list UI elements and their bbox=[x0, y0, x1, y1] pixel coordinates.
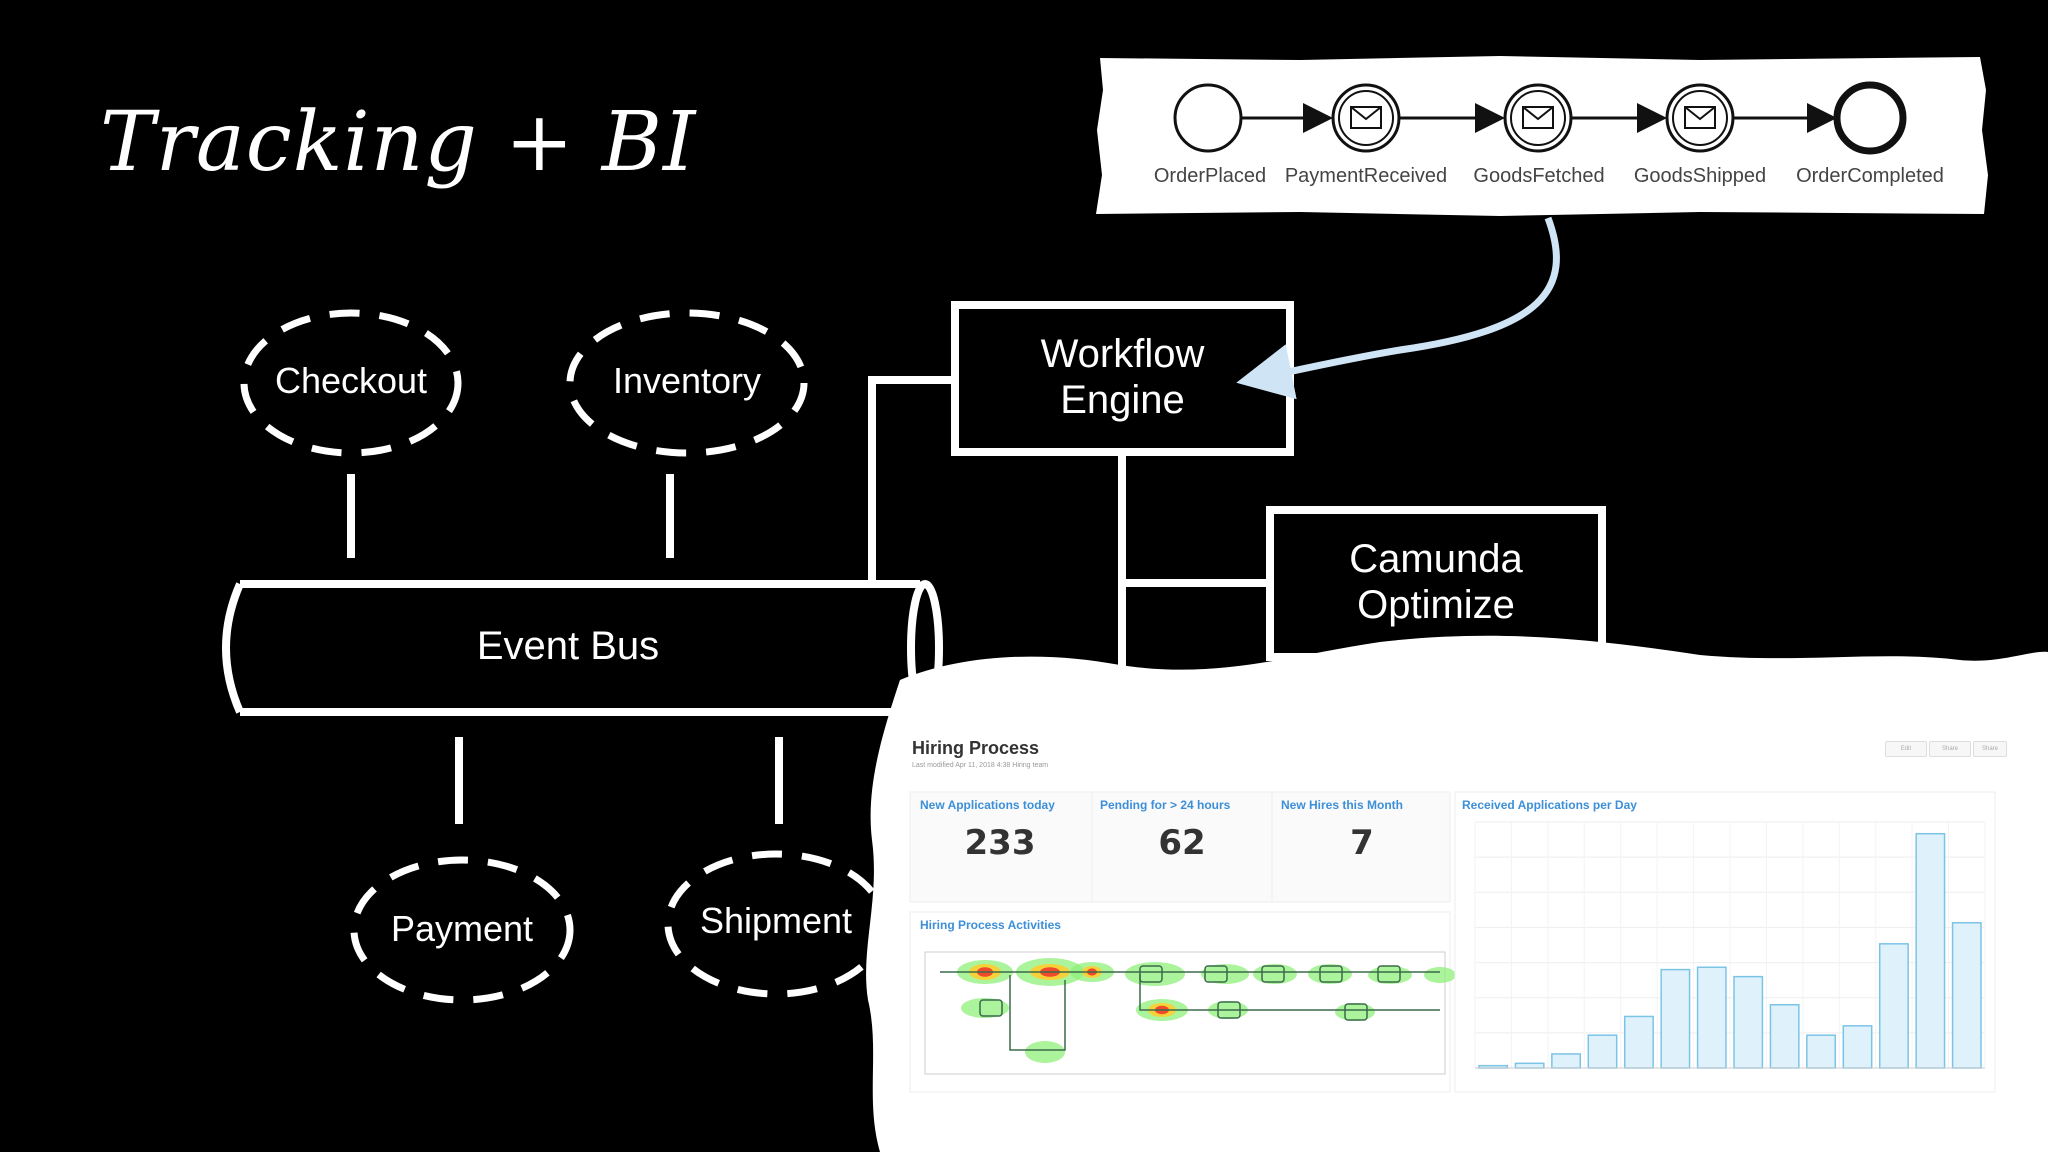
heatmap-blob bbox=[1201, 964, 1249, 984]
heatmap-blob bbox=[961, 998, 1009, 1018]
chart-bar bbox=[1696, 966, 1727, 1069]
workflow-engine-line-2: Engine bbox=[1060, 378, 1185, 422]
payment-label: Payment bbox=[390, 908, 534, 949]
chart-bar bbox=[1551, 1053, 1582, 1069]
heatmap-blob bbox=[1308, 964, 1352, 984]
bpmn-label-order-placed: OrderPlaced bbox=[1153, 165, 1267, 187]
bpmn-label-goods-fetched: GoodsFetched bbox=[1473, 165, 1605, 187]
heatmap-activity-node bbox=[1204, 965, 1228, 983]
optimize-box bbox=[1266, 506, 1606, 661]
bpmn-label-goods-shipped: GoodsShipped bbox=[1633, 165, 1767, 187]
heatmap-sequence-flow bbox=[940, 971, 1440, 1051]
dashboard-subtitle: Last modified Apr 11, 2018 4:38 Hiring t… bbox=[912, 762, 1049, 769]
workflow-engine-label: Workflow Engine bbox=[955, 331, 1290, 423]
bpmn-message-event-inner bbox=[1510, 90, 1566, 146]
kpi-value-new-applications: 233 bbox=[964, 823, 1036, 863]
envelope-flap bbox=[1684, 106, 1716, 121]
checkout-node bbox=[240, 309, 462, 457]
chart-bar bbox=[1733, 975, 1764, 1069]
heatmap-activity-node bbox=[1377, 965, 1401, 983]
heatmap-blob bbox=[1335, 1003, 1375, 1021]
heatmap-blob bbox=[1424, 967, 1456, 983]
workflow-engine-line-1: Workflow bbox=[1040, 332, 1205, 376]
heatmap-blob bbox=[1253, 964, 1297, 984]
bpmn-end-event bbox=[1833, 81, 1907, 155]
inventory-node bbox=[566, 309, 808, 457]
chart-bar bbox=[1660, 968, 1691, 1069]
heatmap-activity-node bbox=[1344, 1003, 1368, 1021]
bpmn-process-diagram bbox=[1173, 81, 1907, 155]
process-heatmap bbox=[940, 958, 1456, 1063]
chart-bar bbox=[1514, 1062, 1545, 1069]
kpi-value-new-hires: 7 bbox=[1350, 823, 1374, 863]
heatmap-blob bbox=[1025, 1041, 1065, 1063]
dashboard-share-button[interactable]: Share bbox=[1929, 741, 1971, 757]
inventory-label: Inventory bbox=[612, 360, 762, 401]
chart-bar bbox=[1623, 1015, 1654, 1069]
kpi-value-pending: 62 bbox=[1158, 823, 1206, 863]
event-bus-label: Event Bus bbox=[476, 624, 660, 668]
workflow-engine-box bbox=[951, 301, 1294, 456]
dashboard-edit-button[interactable]: Edit bbox=[1885, 741, 1927, 757]
dashboard-share-button-2[interactable]: Share bbox=[1973, 741, 2007, 757]
shipment-label: Shipment bbox=[699, 900, 853, 941]
bpmn-message-event-inner bbox=[1672, 90, 1728, 146]
event-bus-body bbox=[222, 580, 920, 716]
kpi-card-background bbox=[909, 791, 1451, 903]
chart-title: Received Applications per Day bbox=[1462, 798, 1637, 812]
bus-engine-connector bbox=[868, 376, 953, 584]
heatmap-activity-node bbox=[979, 999, 1003, 1017]
optimize-label: Camunda Optimize bbox=[1270, 536, 1602, 628]
bpmn-label-order-completed: OrderCompleted bbox=[1796, 165, 1944, 187]
optimize-line-2: Optimize bbox=[1357, 583, 1515, 627]
chart-bar bbox=[1842, 1025, 1873, 1069]
checkout-label: Checkout bbox=[274, 360, 428, 401]
heatmap-title: Hiring Process Activities bbox=[920, 918, 1061, 932]
bpmn-label-payment-received: PaymentReceived bbox=[1284, 165, 1448, 187]
envelope-flap bbox=[1350, 106, 1382, 121]
kpi-label-pending: Pending for > 24 hours bbox=[1100, 798, 1231, 812]
dashboard-title: Hiring Process bbox=[912, 738, 1040, 758]
process-model-arrow bbox=[1236, 216, 1560, 400]
chart-bar bbox=[1806, 1034, 1837, 1069]
received-applications-chart bbox=[1474, 821, 1986, 1069]
slide-title: Tracking + BI bbox=[100, 95, 697, 190]
chart-bar bbox=[1951, 921, 1982, 1069]
chart-bar bbox=[1878, 943, 1909, 1069]
payment-node bbox=[350, 856, 574, 1004]
heatmap-blob bbox=[1368, 966, 1412, 984]
chart-bar bbox=[1915, 832, 1946, 1069]
chart-bar bbox=[1769, 1003, 1800, 1069]
heatmap-activity-node bbox=[1319, 965, 1343, 983]
kpi-label-new-applications: New Applications today bbox=[920, 798, 1055, 812]
heatmap-activity-node bbox=[1261, 965, 1285, 983]
bpmn-message-event-inner bbox=[1338, 90, 1394, 146]
envelope-flap bbox=[1522, 106, 1554, 121]
kpi-label-new-hires: New Hires this Month bbox=[1281, 798, 1404, 812]
optimize-line-1: Camunda bbox=[1349, 537, 1523, 581]
chart-bar bbox=[1587, 1034, 1618, 1069]
bpmn-start-event bbox=[1173, 83, 1243, 153]
